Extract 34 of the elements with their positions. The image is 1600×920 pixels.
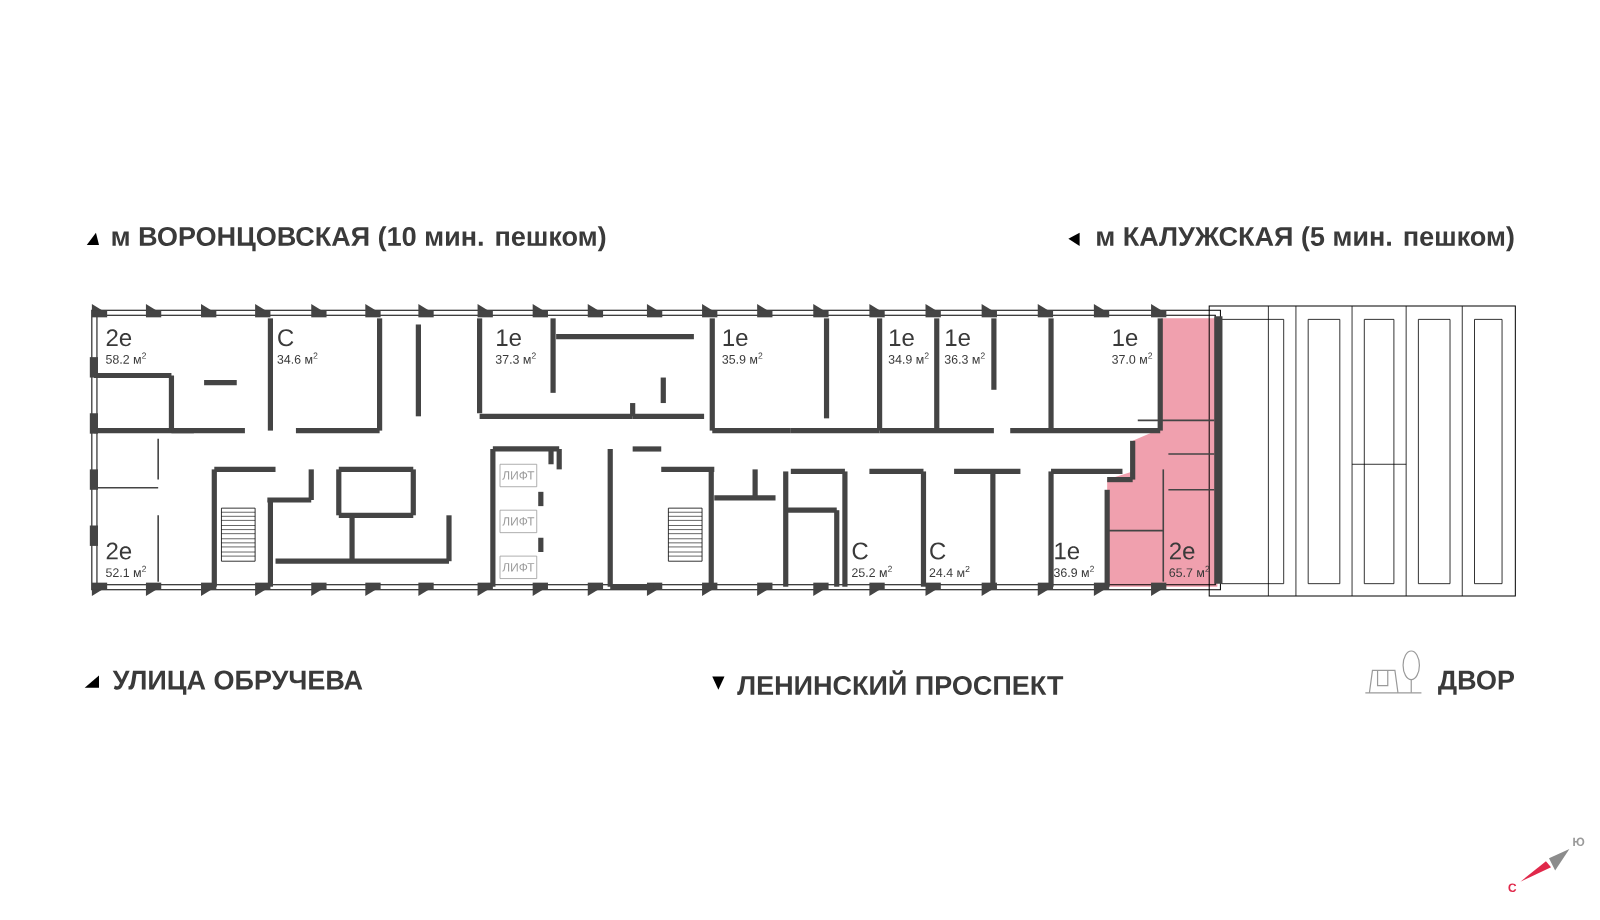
lift-box: ЛИФТ [499, 463, 538, 487]
apartment-type: 1е [946, 329, 970, 346]
apartment-area: 36.9 м$^{2}$ [1053, 565, 1094, 577]
lift-box: ЛИФТ [499, 509, 538, 533]
metro-label: м ВОРОНЦОВСКАЯ (10 мин. пешком) [112, 226, 606, 252]
compass-letter: С [1508, 883, 1517, 892]
apartment-type: 2е [1169, 542, 1195, 560]
apartment-area: 24.4 м$^{2}$ [929, 565, 970, 577]
metro-label: м КАЛУЖСКАЯ (5 мин. пешком) [1097, 226, 1514, 252]
street-label: УЛИЦА ОБРУЧЕВА [112, 670, 363, 695]
apartment-area: 65.7 м$^{2}$ [1169, 565, 1210, 577]
apartment-type: 2е [106, 329, 132, 347]
apartment-area: 36.3 м$^{2}$ [944, 352, 985, 364]
compass-letter: Ю [1573, 837, 1585, 846]
apartment-area: 34.6 м$^{2}$ [277, 352, 318, 364]
apartment-area: 52.1 м$^{2}$ [106, 565, 146, 577]
lift-box: ЛИФТ [499, 555, 538, 579]
apartment-type: 2е [106, 542, 132, 560]
apartment-type: 1е [723, 329, 748, 346]
apartment-type: С [852, 542, 868, 560]
apartment-area: 37.3 м$^{2}$ [495, 352, 536, 364]
apartment-type: 1е [1055, 542, 1080, 560]
apartment-type: 1е [890, 329, 914, 346]
apartment-area: 37.0 м$^{2}$ [1112, 352, 1153, 364]
apartment-area: 25.2 м$^{2}$ [852, 565, 892, 577]
apartment-type: С [278, 329, 294, 347]
apartment-area: 35.9 м$^{2}$ [722, 352, 763, 364]
apartment-area: 58.2 м$^{2}$ [106, 352, 146, 364]
apartment-type: 1е [497, 329, 521, 346]
apartment-type: С [930, 542, 946, 560]
apartment-area: 34.9 м$^{2}$ [888, 352, 929, 364]
courtyard-label: ДВОР [1438, 670, 1514, 695]
street-label: ЛЕНИНСКИЙ ПРОСПЕКТ [737, 670, 1064, 695]
apartment-type: 1е [1113, 329, 1138, 346]
